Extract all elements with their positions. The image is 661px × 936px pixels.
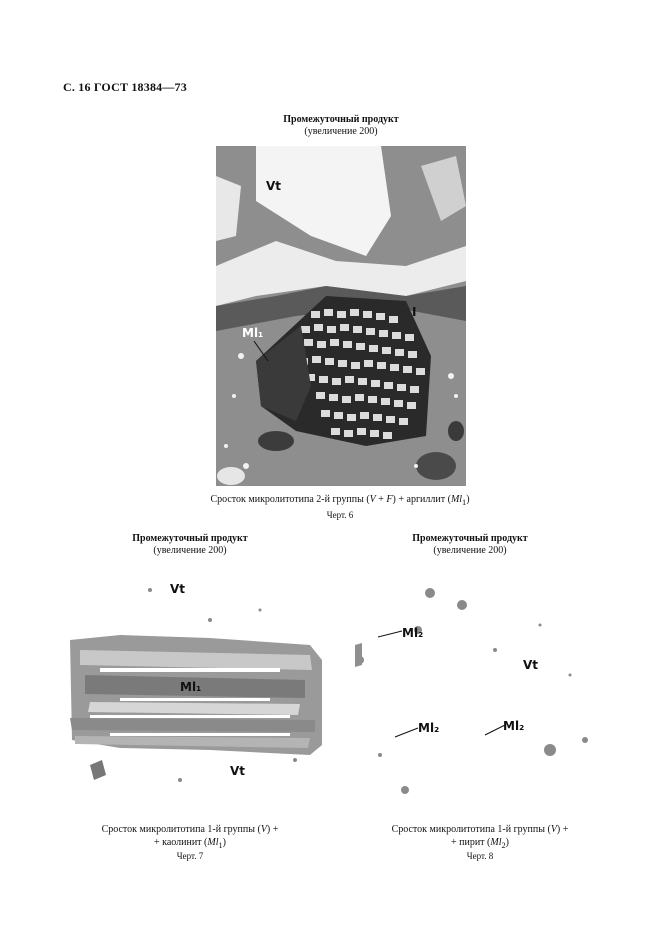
figure8-label-ml2-left: Ml₂ xyxy=(418,721,439,735)
figure8-micrograph: Ml₂ Vt Ml₂ Ml₂ xyxy=(340,565,605,810)
figure7-magnification: (увеличение 200) xyxy=(153,545,227,556)
figure7-label-ml1: Ml₁ xyxy=(180,680,201,694)
figure6-title: Промежуточный продукт xyxy=(283,114,399,125)
figure7-micrograph: Vt Ml₁ Vt xyxy=(60,570,330,810)
figure8-label-ml2-top: Ml₂ xyxy=(402,626,423,640)
figure7-label-vt-top: Vt xyxy=(170,582,185,596)
page-header: С. 16 ГОСТ 18384—73 xyxy=(63,80,187,94)
figure8-label-ml2-right: Ml₂ xyxy=(503,719,524,733)
figure7-title: Промежуточный продукт xyxy=(132,533,248,544)
figure7-caption-line2: + каолинит (Ml1) xyxy=(153,837,227,850)
figure8-label-vt: Vt xyxy=(523,658,538,672)
figure6-number: Черт. 6 xyxy=(326,510,354,520)
figure7-number: Черт. 7 xyxy=(176,851,204,861)
figure6-magnification: (увеличение 200) xyxy=(304,126,378,137)
figure8-magnification: (увеличение 200) xyxy=(433,545,507,556)
figure6-micrograph: Vt I Ml₁ xyxy=(216,146,466,486)
figure6-caption: Сросток микролитотипа 2-й группы (V + F)… xyxy=(210,494,470,507)
figure6-label-vt: Vt xyxy=(266,179,281,193)
figure7-label-vt-bottom: Vt xyxy=(230,764,245,778)
figure8-number: Черт. 8 xyxy=(466,851,494,861)
figure8-caption-line1: Сросток микролитотипа 1-й группы (V) + xyxy=(391,824,569,835)
figure6-label-ml1: Ml₁ xyxy=(242,326,263,340)
figure6-label-i: I xyxy=(412,305,416,319)
figure8-title: Промежуточный продукт xyxy=(412,533,528,544)
figure7-caption-line1: Сросток микролитотипа 1-й группы (V) + xyxy=(101,824,279,835)
figure8-caption-line2: + пирит (Ml2) xyxy=(450,837,510,850)
